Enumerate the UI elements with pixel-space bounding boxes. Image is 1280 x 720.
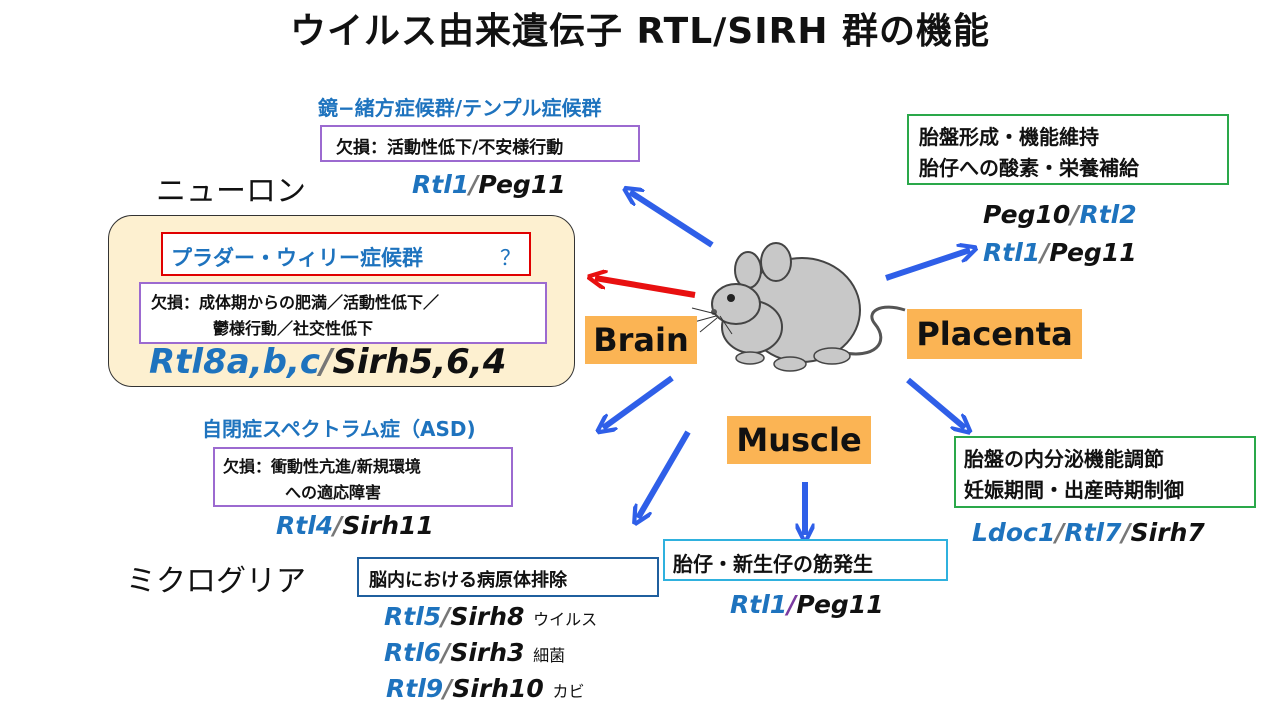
placenta-endocrine-line1: 胎盤の内分泌機能調節 (964, 447, 1164, 471)
gene-rtl1: Rtl1 (730, 590, 788, 619)
placenta-bottom-genes: Ldoc1/Rtl7/Sirh7 (972, 518, 1205, 547)
gene-rtl8: Rtl8a,b,c (149, 342, 321, 382)
gene-rtl9: Rtl9 (386, 674, 444, 703)
gene-rtl4: Rtl4 (276, 511, 334, 540)
target-fungi: カビ (552, 682, 585, 701)
pws-genes: Rtl8a,b,c/Sirh5,6,4 (149, 342, 506, 382)
separator: / (1055, 518, 1065, 547)
gene-rtl5: Rtl5 (384, 602, 442, 631)
pws-qmark: ？ (500, 246, 521, 270)
mirror-deficit-box: 欠損：活動性低下/不安様行動 (320, 125, 640, 162)
gene-ldoc1: Ldoc1 (972, 518, 1056, 547)
mirror-syndrome: 鏡−緒方症候群/テンプル症候群 (318, 96, 602, 120)
separator: / (441, 602, 451, 631)
gene-sirh11: Sirh11 (342, 511, 434, 540)
separator: / (1121, 518, 1131, 547)
microglia-label: ミクログリア (126, 564, 306, 599)
muscle-genes: Rtl1/Peg11 (730, 590, 884, 619)
neuron-label: ニューロン (156, 174, 306, 209)
arrow-to-neuron-top (630, 192, 714, 248)
target-virus: ウイルス (533, 610, 598, 629)
pws-deficit-line1: 欠損：成体期からの肥満／活動性低下／ (151, 293, 440, 312)
separator: / (469, 170, 479, 199)
asd-syndrome: 自閉症スペクトラム症（ASD) (202, 417, 476, 441)
arrow-to-placenta-bottom (906, 377, 965, 428)
arrow-to-pws (595, 278, 696, 298)
muscle-function-text: 胎仔・新生仔の筋発生 (673, 552, 873, 576)
microglia-gene-row-1: Rtl5/Sirh8 ウイルス (384, 602, 597, 631)
pws-deficit-line2: 鬱様行動／社交性低下 (213, 319, 374, 338)
pws-deficit-box: 欠損：成体期からの肥満／活動性低下／ 鬱様行動／社交性低下 (139, 282, 547, 344)
gene-peg11: Peg11 (1049, 238, 1137, 267)
asd-deficit-box: 欠損：衝動性亢進/新規環境 への適応障害 (213, 447, 513, 507)
muscle-function-box: 胎仔・新生仔の筋発生 (663, 539, 948, 581)
placenta-endocrine-box: 胎盤の内分泌機能調節 妊娠期間・出産時期制御 (954, 436, 1256, 508)
placenta-label: Placenta (907, 309, 1082, 359)
gene-rtl6: Rtl6 (384, 638, 442, 667)
gene-sirh8: Sirh8 (450, 602, 525, 631)
gene-peg11: Peg11 (796, 590, 884, 619)
arrow-to-placenta-top (885, 250, 970, 281)
pws-panel: プラダー・ウィリー症候群 ？ 欠損：成体期からの肥満／活動性低下／ 鬱様行動／社交… (108, 215, 575, 387)
muscle-label: Muscle (727, 416, 871, 464)
gene-sirh7: Sirh7 (1130, 518, 1205, 547)
placenta-formation-line2: 胎仔への酸素・栄養補給 (919, 156, 1139, 180)
separator: / (1040, 238, 1050, 267)
placenta-top-genes-row-1: Peg10/Rtl2 (983, 200, 1137, 229)
pws-syndrome: プラダー・ウィリー症候群 (171, 246, 423, 270)
separator: / (1070, 200, 1080, 229)
placenta-formation-box: 胎盤形成・機能維持 胎仔への酸素・栄養補給 (907, 114, 1229, 185)
mirror-deficit-text: 欠損：活動性低下/不安様行動 (336, 138, 564, 158)
pws-syndrome-box: プラダー・ウィリー症候群 ？ (161, 232, 531, 276)
target-bacteria: 細菌 (533, 646, 566, 665)
gene-rtl2: Rtl2 (1079, 200, 1137, 229)
gene-sirh5-6-4: Sirh5,6,4 (332, 342, 507, 382)
brain-label: Brain (585, 316, 697, 364)
separator: / (787, 590, 797, 619)
separator: / (443, 674, 453, 703)
microglia-gene-row-2: Rtl6/Sirh3 細菌 (384, 638, 565, 667)
placenta-top-genes-row-2: Rtl1/Peg11 (983, 238, 1137, 267)
arrow-to-asd (603, 375, 674, 428)
page-title: ウイルス由来遺伝子 RTL/SIRH 群の機能 (290, 11, 990, 52)
placenta-formation-line1: 胎盤形成・機能維持 (919, 125, 1099, 149)
separator: / (441, 638, 451, 667)
gene-peg10: Peg10 (983, 200, 1071, 229)
gene-peg11: Peg11 (478, 170, 566, 199)
asd-deficit-line2: への適応障害 (285, 483, 382, 502)
mirror-genes: Rtl1/Peg11 (412, 170, 566, 199)
microglia-gene-row-3: Rtl9/Sirh10 カビ (386, 674, 585, 703)
microglia-function-text: 脳内における病原体排除 (369, 570, 567, 591)
separator: / (320, 342, 333, 382)
arrow-to-microglia (638, 430, 691, 518)
mouse-illustration (691, 242, 906, 372)
gene-sirh3: Sirh3 (450, 638, 525, 667)
gene-rtl1: Rtl1 (412, 170, 470, 199)
placenta-endocrine-line2: 妊娠期間・出産時期制御 (964, 478, 1184, 502)
separator: / (333, 511, 343, 540)
asd-genes: Rtl4/Sirh11 (276, 511, 434, 540)
gene-rtl1: Rtl1 (983, 238, 1041, 267)
microglia-function-box: 脳内における病原体排除 (357, 557, 659, 597)
gene-sirh10: Sirh10 (452, 674, 544, 703)
gene-rtl7: Rtl7 (1064, 518, 1122, 547)
asd-deficit-line1: 欠損：衝動性亢進/新規環境 (223, 457, 421, 476)
